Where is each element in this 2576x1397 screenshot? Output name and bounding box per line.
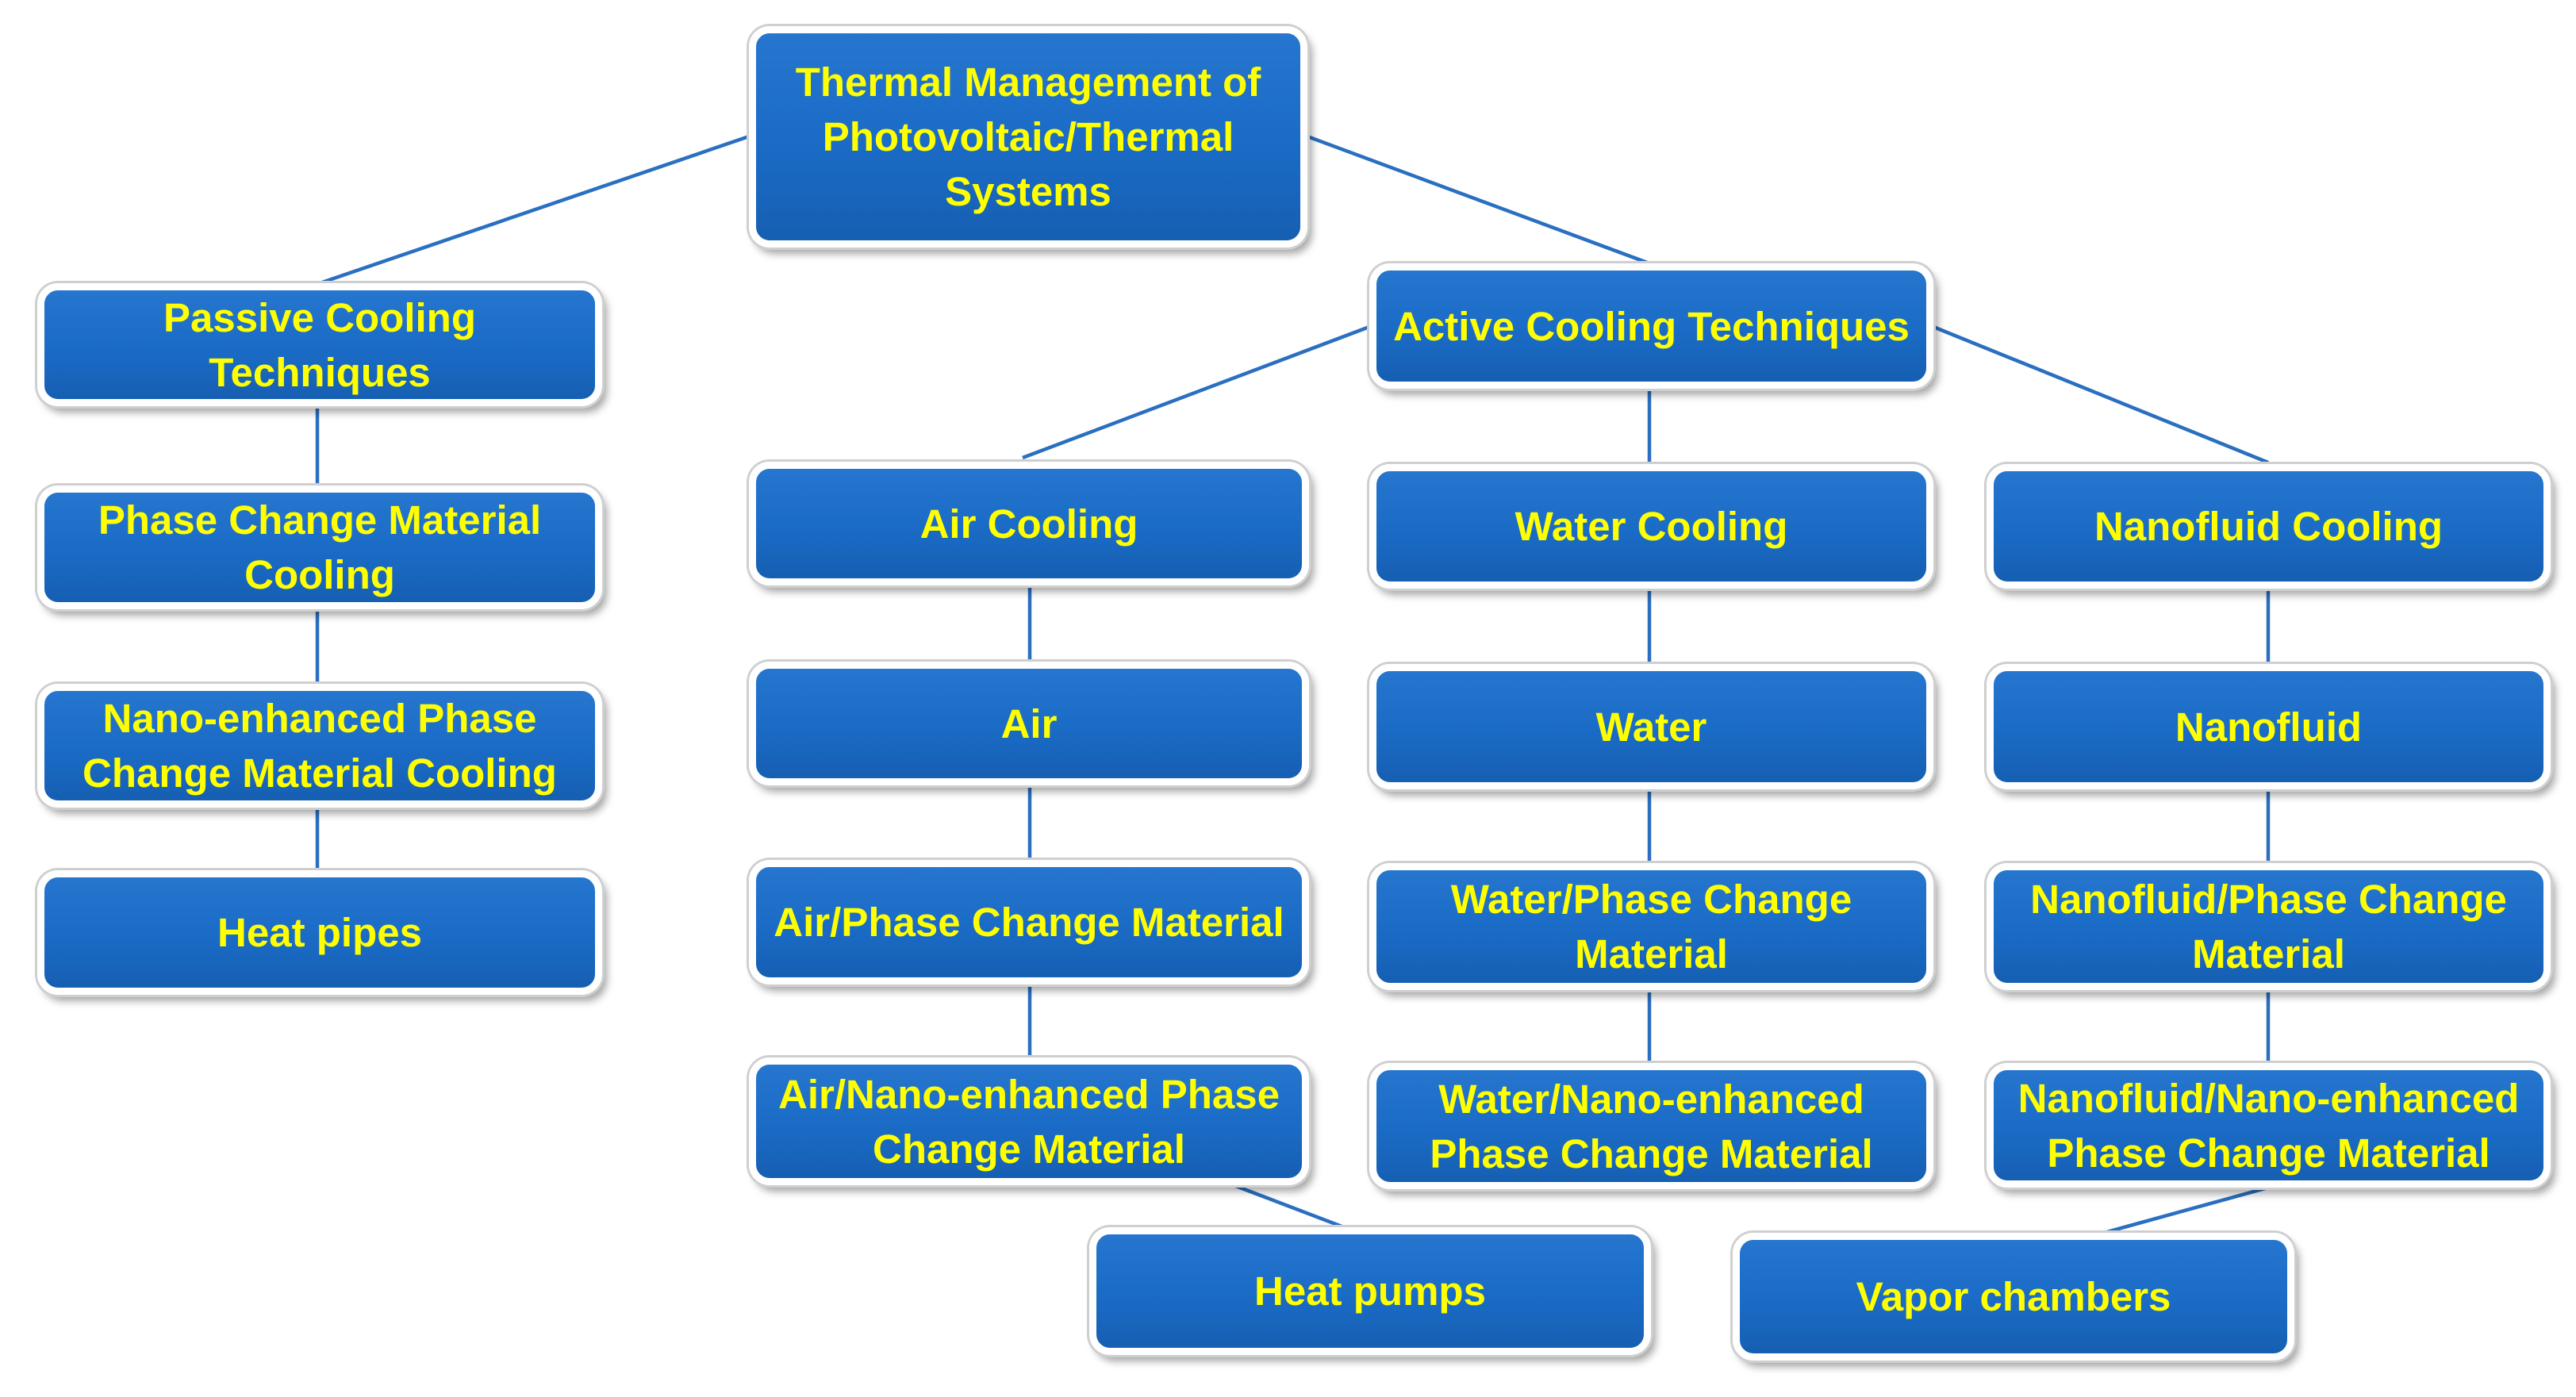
pcm-cooling-label: Phase Change Material Cooling: [98, 497, 542, 597]
nepcm-cooling-label: Nano-enhanced Phase Change Material Cool…: [83, 696, 557, 796]
nepcm-cooling-node: Nano-enhanced Phase Change Material Cool…: [37, 684, 602, 808]
root-label: Thermal Management of Photovoltaic/Therm…: [795, 59, 1261, 214]
water-nepcm-node: Water/Nano-enhanced Phase Change Materia…: [1369, 1063, 1933, 1189]
air-pcm-node: Air/Phase Change Material: [749, 860, 1309, 984]
connector-nanofluid-vapor: [2103, 1185, 2269, 1235]
nanofluid-pcm-node: Nanofluid/Phase Change Material: [1987, 863, 2551, 990]
connector-root-passive: [319, 134, 750, 286]
air-label: Air: [1000, 700, 1058, 746]
nanofluid-label: Nanofluid: [2175, 704, 2363, 750]
active-cooling-label: Active Cooling Techniques: [1393, 303, 1910, 349]
connector-air-heatpumps: [1233, 1183, 1345, 1230]
water-pcm-label: Water/Phase Change Material: [1450, 877, 1852, 977]
passive-cooling-label: Passive Cooling Techniques: [163, 294, 476, 395]
air-nepcm-label: Air/Nano-enhanced Phase Change Material: [778, 1071, 1280, 1172]
root-node: Thermal Management of Photovoltaic/Therm…: [749, 26, 1307, 248]
heat-pumps-label: Heat pumps: [1254, 1268, 1486, 1314]
connector-root-active: [1307, 134, 1650, 266]
heat-pipes-node: Heat pipes: [37, 870, 602, 995]
heat-pipes-label: Heat pipes: [217, 910, 422, 955]
vapor-chambers-node: Vapor chambers: [1733, 1233, 2294, 1361]
nanofluid-cooling-label: Nanofluid Cooling: [2094, 504, 2444, 549]
air-cooling-label: Air Cooling: [919, 501, 1138, 547]
pcm-cooling-node: Phase Change Material Cooling: [37, 485, 602, 609]
air-nepcm-node: Air/Nano-enhanced Phase Change Material: [749, 1057, 1309, 1185]
air-cooling-node: Air Cooling: [749, 462, 1309, 585]
water-cooling-node: Water Cooling: [1369, 464, 1933, 589]
connector-active-nanofluid: [1933, 324, 2269, 465]
nanofluid-nepcm-node: Nanofluid/Nano-enhanced Phase Change Mat…: [1987, 1063, 2551, 1188]
water-nepcm-label: Water/Nano-enhanced Phase Change Materia…: [1430, 1076, 1873, 1176]
vapor-chambers-label: Vapor chambers: [1856, 1274, 2171, 1319]
active-cooling-node: Active Cooling Techniques: [1369, 263, 1933, 389]
water-node: Water: [1369, 664, 1933, 789]
nanofluid-cooling-node: Nanofluid Cooling: [1987, 464, 2551, 589]
water-pcm-node: Water/Phase Change Material: [1369, 863, 1933, 990]
nanofluid-pcm-label: Nanofluid/Phase Change Material: [2030, 877, 2507, 977]
heat-pumps-node: Heat pumps: [1089, 1227, 1651, 1355]
air-node: Air: [749, 662, 1309, 785]
water-cooling-label: Water Cooling: [1515, 504, 1788, 549]
connector-active-air: [1022, 324, 1370, 460]
passive-cooling-node: Passive Cooling Techniques: [37, 283, 602, 406]
air-pcm-label: Air/Phase Change Material: [774, 900, 1284, 945]
water-label: Water: [1595, 704, 1707, 750]
nanofluid-nepcm-label: Nanofluid/Nano-enhanced Phase Change Mat…: [2017, 1075, 2520, 1176]
nanofluid-node: Nanofluid: [1987, 664, 2551, 789]
